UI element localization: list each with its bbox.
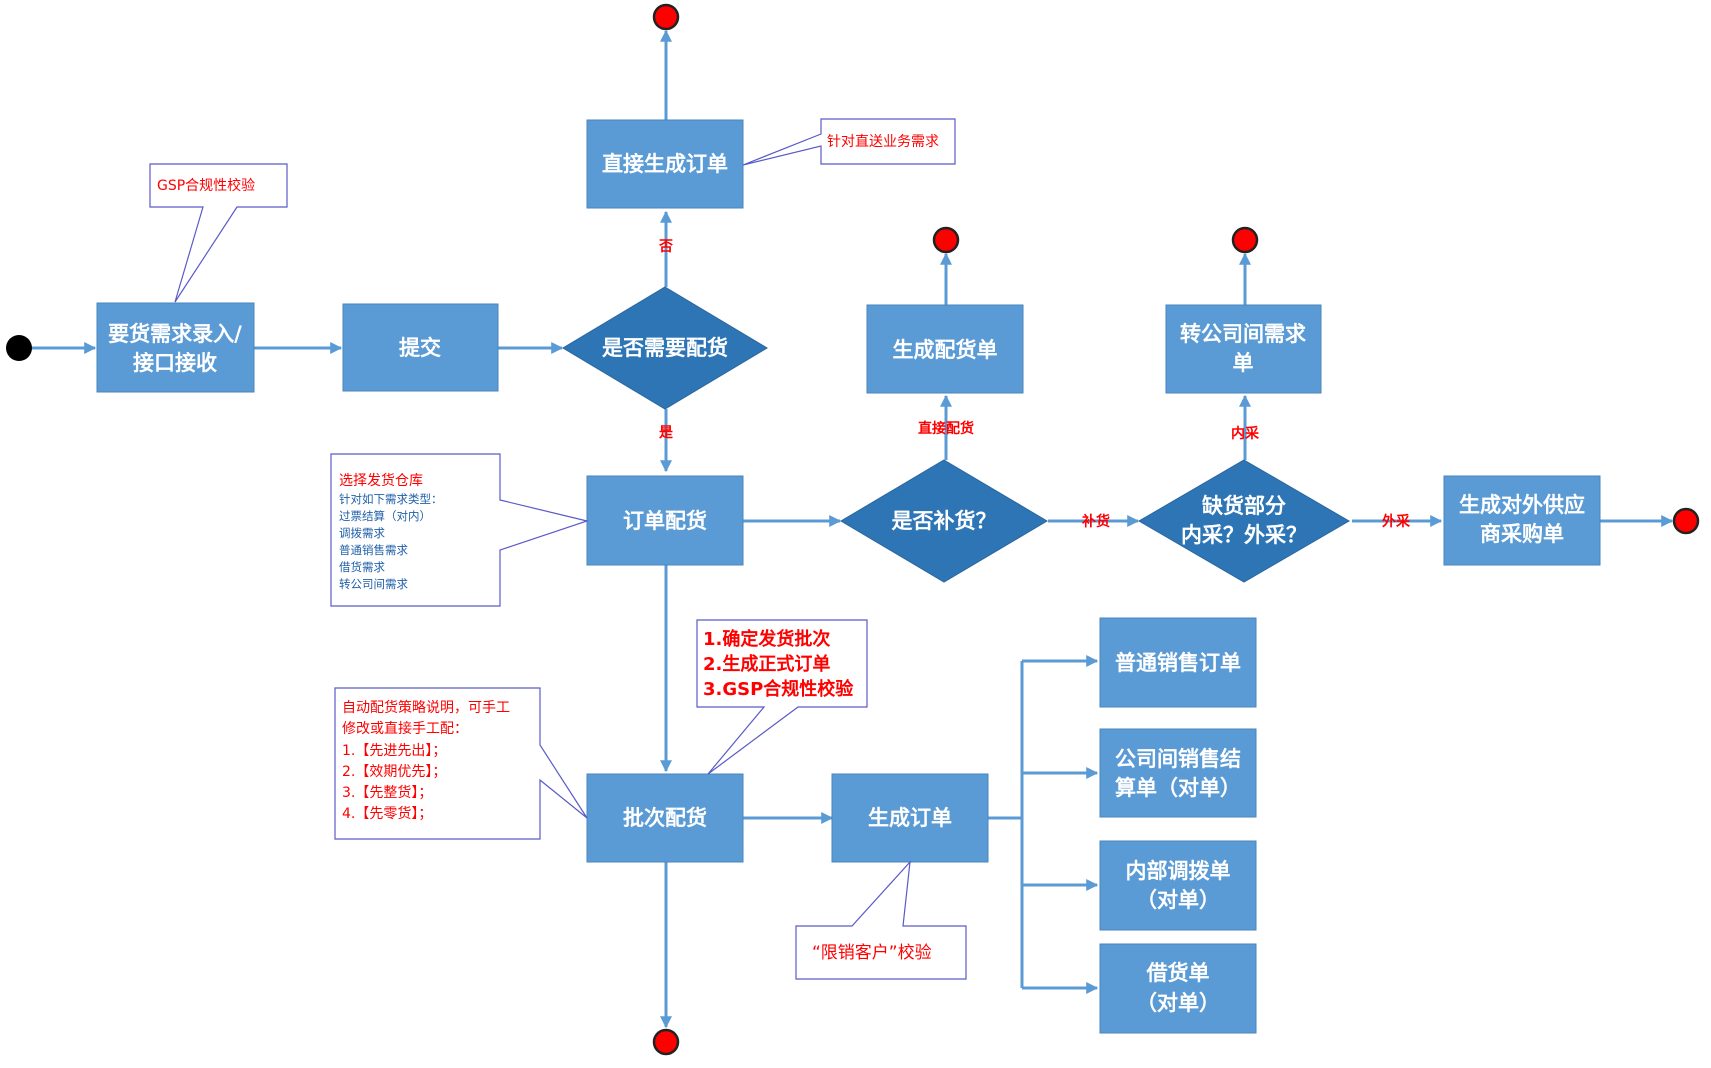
- callout-confirm-line2: 2.生成正式订单: [703, 653, 830, 675]
- callout-warehouse: 选择发货仓库 针对如下需求类型： 过票结算（对内） 调拨需求 普通销售需求 借货…: [330, 453, 590, 607]
- edge-label-direct-alloc: 直接配货: [918, 420, 974, 437]
- node-internal-transfer-line2: （对单）: [1136, 888, 1220, 912]
- callout-gsp: GSP合规性校验: [149, 163, 288, 303]
- callout-strategy-item4: 4.【先零货】；: [342, 805, 432, 822]
- node-loan-line2: （对单）: [1136, 991, 1220, 1015]
- node-normal-sales-label: 普通销售订单: [1115, 651, 1241, 675]
- node-internal-transfer-line1: 内部调拨单: [1126, 859, 1231, 883]
- node-order-alloc-label: 订单配货: [623, 509, 707, 533]
- edge-label-internal: 内采: [1231, 425, 1260, 442]
- decision-shortage-line2: 内采？外采？: [1181, 523, 1307, 547]
- edge-label-yes: 是: [659, 425, 674, 441]
- node-entry-line1: 要货需求录入/: [108, 322, 242, 346]
- callout-warehouse-line4: 普通销售需求: [339, 543, 408, 557]
- node-intercompany-sales-line1: 公司间销售结: [1115, 747, 1241, 771]
- edge-label-no: 否: [658, 239, 673, 255]
- node-intercompany-req-line1: 转公司间需求: [1180, 322, 1306, 346]
- node-external-po-line2: 商采购单: [1480, 522, 1564, 546]
- node-batch-alloc: 批次配货: [586, 773, 744, 863]
- node-batch-alloc-label: 批次配货: [623, 806, 707, 830]
- edge-labels: 否 是 直接配货 补货 内采 外采: [658, 239, 1411, 530]
- callout-strategy-item3: 3.【先整货】；: [342, 784, 432, 801]
- node-intercompany-sales-line2: 算单（对单）: [1115, 776, 1241, 800]
- callout-strategy-line2: 修改或直接手工配：: [342, 720, 468, 737]
- callout-warehouse-line2: 过票结算（对内）: [339, 509, 431, 523]
- node-submit: 提交: [342, 303, 499, 392]
- node-internal-transfer: 内部调拨单 （对单）: [1099, 840, 1257, 931]
- node-loan: 借货单 （对单）: [1099, 943, 1257, 1034]
- callout-strategy-item1: 1.【先进先出】；: [342, 743, 446, 759]
- node-intercompany-req: 转公司间需求 单: [1165, 304, 1322, 394]
- decision-shortage-line1: 缺货部分: [1202, 494, 1286, 518]
- end-node-batch-alloc: [652, 1028, 680, 1056]
- decision-shortage: 缺货部分 内采？外采？: [1138, 459, 1350, 583]
- callout-direct-delivery-text: 针对直送业务需求: [827, 133, 939, 150]
- callout-strategy-item2: 2.【效期优先】；: [342, 764, 446, 780]
- callout-warehouse-title: 选择发货仓库: [339, 472, 423, 489]
- node-intercompany-req-line2: 单: [1233, 351, 1254, 375]
- end-node-intercompany: [1231, 226, 1259, 254]
- callout-warehouse-line5: 借货需求: [339, 560, 385, 574]
- node-order-alloc: 订单配货: [586, 475, 744, 566]
- callout-confirm-line1: 1.确定发货批次: [703, 628, 830, 650]
- node-direct-order-label: 直接生成订单: [602, 152, 728, 176]
- callout-restricted: “限销客户”校验: [795, 860, 967, 980]
- node-external-po: 生成对外供应 商采购单: [1443, 475, 1601, 566]
- node-gen-alloc-doc-label: 生成配货单: [893, 338, 998, 362]
- callout-restricted-text: “限销客户”校验: [812, 943, 932, 963]
- end-node-alloc-doc: [932, 226, 960, 254]
- node-direct-order: 直接生成订单: [586, 119, 744, 209]
- callout-warehouse-line3: 调拨需求: [339, 526, 385, 540]
- decision-replenish: 是否补货？: [840, 459, 1048, 583]
- callout-strategy: 自动配货策略说明，可手工 修改或直接手工配： 1.【先进先出】； 2.【效期优先…: [334, 687, 588, 840]
- callout-confirm-line3: 3.GSP合规性校验: [703, 678, 854, 700]
- node-gen-order-label: 生成订单: [868, 806, 952, 830]
- callout-strategy-line1: 自动配货策略说明，可手工: [342, 699, 510, 716]
- edge-label-replenish: 补货: [1081, 513, 1110, 530]
- node-normal-sales: 普通销售订单: [1099, 617, 1257, 708]
- callout-warehouse-line1: 针对如下需求类型：: [339, 492, 443, 506]
- decision-replenish-label: 是否补货？: [892, 509, 997, 533]
- node-gen-order: 生成订单: [831, 773, 989, 863]
- node-loan-line1: 借货单: [1146, 961, 1210, 985]
- decision-need-alloc-label: 是否需要配货: [602, 336, 728, 360]
- connectors: [30, 29, 1674, 1029]
- end-node-direct-order: [652, 3, 680, 31]
- node-intercompany-sales: 公司间销售结 算单（对单）: [1099, 728, 1257, 818]
- node-external-po-line1: 生成对外供应: [1459, 493, 1585, 517]
- end-node-external-po: [1672, 507, 1700, 535]
- node-submit-label: 提交: [399, 336, 441, 360]
- callout-direct-delivery: 针对直送业务需求: [742, 118, 956, 166]
- callout-confirm: 1.确定发货批次 2.生成正式订单 3.GSP合规性校验: [696, 619, 868, 775]
- callout-warehouse-line6: 转公司间需求: [339, 577, 408, 591]
- node-entry-line2: 接口接收: [133, 351, 217, 375]
- edge-label-external: 外采: [1382, 513, 1411, 530]
- node-gen-alloc-doc: 生成配货单: [866, 304, 1024, 394]
- decision-need-alloc: 是否需要配货: [562, 286, 768, 410]
- callout-gsp-text: GSP合规性校验: [157, 177, 255, 194]
- node-entry: 要货需求录入/ 接口接收: [96, 302, 255, 393]
- start-node: [6, 335, 32, 361]
